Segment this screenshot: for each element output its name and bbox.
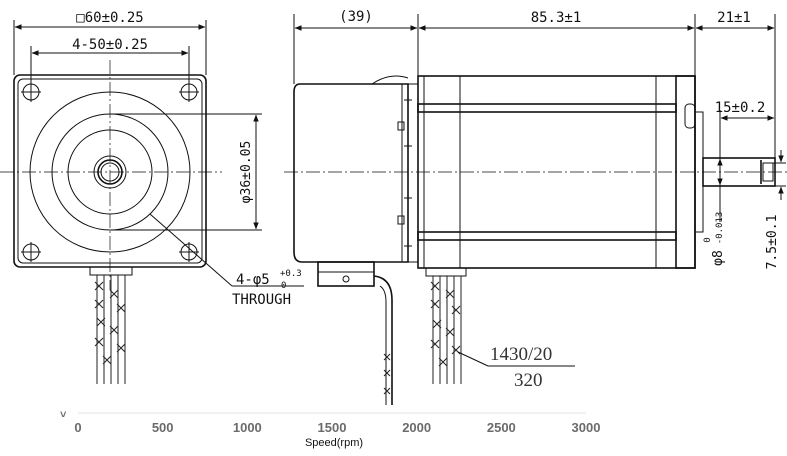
encoder-length-label: (39) xyxy=(339,9,373,25)
encoder-housing xyxy=(293,83,409,263)
speed-axis-tick-label: 2500 xyxy=(487,420,516,435)
body-length-label: 85.3±1 xyxy=(531,10,582,26)
hole-note-label: 4-φ5 xyxy=(236,272,270,288)
flat-length-label: 15±0.2 xyxy=(715,100,766,116)
speed-axis-tick-label: 2000 xyxy=(402,420,431,435)
encoder-bump xyxy=(371,75,409,85)
mounting-hole-bottom-right xyxy=(179,242,199,262)
mounting-hole-top-right xyxy=(179,82,199,102)
encoder-connector xyxy=(317,261,375,287)
speed-axis-tick-label: 1000 xyxy=(233,420,262,435)
hole-tol-upper: +0.3 xyxy=(280,269,302,279)
shaft-dia-label: φ8 xyxy=(711,250,726,266)
mounting-hole-top-left xyxy=(21,82,41,102)
hole-spacing-label: 4-50±0.25 xyxy=(72,37,148,53)
shaft-tol-upper: 0 xyxy=(703,237,713,242)
cable-length-bottom-label: 320 xyxy=(514,370,543,391)
speed-axis: ˅ 0 500 1000 1500 2000 2500 3000 Speed(rpm) xyxy=(60,409,600,449)
speed-axis-tick-label: 0 xyxy=(74,420,81,435)
hole-tol-lower: 0 xyxy=(281,281,286,291)
body-groove-bottom xyxy=(417,231,677,241)
pilot-dia-label: φ36±0.05 xyxy=(239,141,254,204)
front-cable xyxy=(89,266,133,384)
shaft-tol-lower: -0.013 xyxy=(715,212,725,245)
speed-axis-ticks: 0 500 1000 1500 2000 2500 3000 xyxy=(74,420,600,435)
mounting-hole-bottom-left xyxy=(21,242,41,262)
encoder-cable xyxy=(373,275,393,405)
speed-axis-label: Speed(rpm) xyxy=(305,437,363,449)
body-groove-top xyxy=(417,103,677,113)
speed-axis-cut-mark: ˅ xyxy=(60,409,67,421)
speed-axis-tick-label: 3000 xyxy=(572,420,601,435)
speed-axis-tick-label: 1500 xyxy=(318,420,347,435)
shaft-length-label: 21±1 xyxy=(717,10,751,26)
cable-length-top-label: 1430/20 xyxy=(490,344,552,365)
front-view: □60±0.25 4-50±0.25 φ36±0.05 4-φ5 +0.3 0 … xyxy=(0,10,304,384)
side-motor-cable xyxy=(425,267,467,384)
side-view: (39) 85.3±1 21±1 15±0.2 φ8 0 -0.013 7.5±… xyxy=(284,9,787,405)
hole-through-label: THROUGH xyxy=(232,292,291,308)
flat-depth-label: 7.5±0.1 xyxy=(765,215,780,270)
square-size-label: □60±0.25 xyxy=(76,10,143,26)
speed-axis-tick-label: 500 xyxy=(152,420,174,435)
